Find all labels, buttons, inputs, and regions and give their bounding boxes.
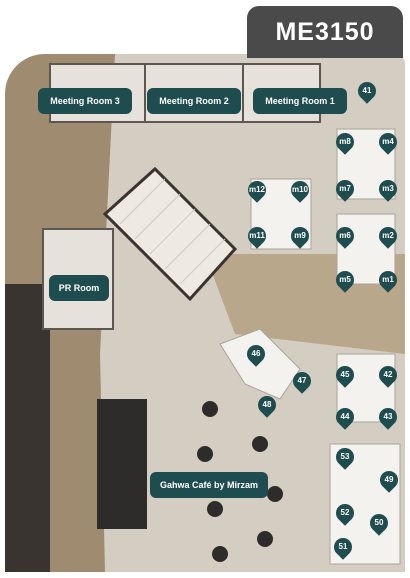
desk-marker[interactable]: 44 [332,404,358,430]
cafe-bench [97,399,147,529]
desk-marker[interactable]: 46 [243,341,269,367]
desk-marker[interactable]: m2 [375,223,401,249]
desk-marker[interactable]: m5 [332,267,358,293]
desk-marker-label: m2 [382,231,394,240]
desk-marker[interactable]: m7 [332,176,358,202]
desk-marker[interactable]: 43 [375,404,401,430]
desk-marker-label: 50 [374,518,384,527]
desk-marker[interactable]: 51 [330,534,356,560]
desk-marker[interactable]: 42 [375,362,401,388]
dark-corridor [5,284,50,572]
desk-marker-label: m6 [339,231,351,240]
desk-marker-label: 46 [251,349,261,358]
desk-marker-label: m3 [382,184,394,193]
desk-marker-label: m12 [248,185,265,194]
desk-marker[interactable]: m9 [287,223,313,249]
desk-marker[interactable]: m8 [332,129,358,155]
desk-marker[interactable]: m10 [287,177,313,203]
desk-marker-label: m1 [382,275,394,284]
desk-marker[interactable]: 41 [354,78,380,104]
page-title: ME3150 [275,18,375,46]
desk-marker[interactable]: 47 [289,368,315,394]
desk-marker-label: 52 [340,508,350,517]
desk-marker-label: 42 [383,370,393,379]
room-label-pr-room[interactable]: PR Room [49,275,109,301]
desk-marker[interactable]: m11 [244,223,270,249]
room-label-meeting-room-2[interactable]: Meeting Room 2 [147,88,241,114]
title-tab: ME3150 [247,6,403,58]
desk-marker-label: 53 [340,452,350,461]
room-label-meeting-room-1[interactable]: Meeting Room 1 [253,88,347,114]
desk-marker-label: m11 [249,231,265,240]
desk-marker[interactable]: 50 [366,510,392,536]
desk-marker[interactable]: 52 [332,500,358,526]
desk-marker-label: 45 [340,370,350,379]
desk-marker[interactable]: m12 [244,177,270,203]
desk-marker-label: 44 [340,412,350,421]
desk-marker-label: 47 [297,376,307,385]
desk-marker[interactable]: m1 [375,267,401,293]
room-label-cafe[interactable]: Gahwa Café by Mirzam [150,472,268,498]
desk-marker[interactable]: 49 [376,467,402,493]
desk-marker-label: m10 [291,185,308,194]
desk-marker[interactable]: m4 [375,129,401,155]
desk-marker-label: 41 [362,86,372,95]
desk-marker[interactable]: 48 [254,392,280,418]
desk-marker-label: 51 [338,542,348,551]
room-label-meeting-room-3[interactable]: Meeting Room 3 [38,88,132,114]
desk-marker-label: m9 [294,231,306,240]
desk-marker[interactable]: m6 [332,223,358,249]
desk-marker-label: m5 [339,275,351,284]
desk-marker-label: m8 [339,137,351,146]
desk-marker[interactable]: 53 [332,444,358,470]
desk-marker[interactable]: m3 [375,176,401,202]
desk-marker-label: 48 [262,400,272,409]
desk-marker[interactable]: 45 [332,362,358,388]
desk-marker-label: 49 [384,475,394,484]
desk-marker-label: m7 [339,184,351,193]
desk-marker-label: m4 [382,137,394,146]
desk-cluster-f [219,328,301,400]
desk-marker-label: 43 [383,412,393,421]
